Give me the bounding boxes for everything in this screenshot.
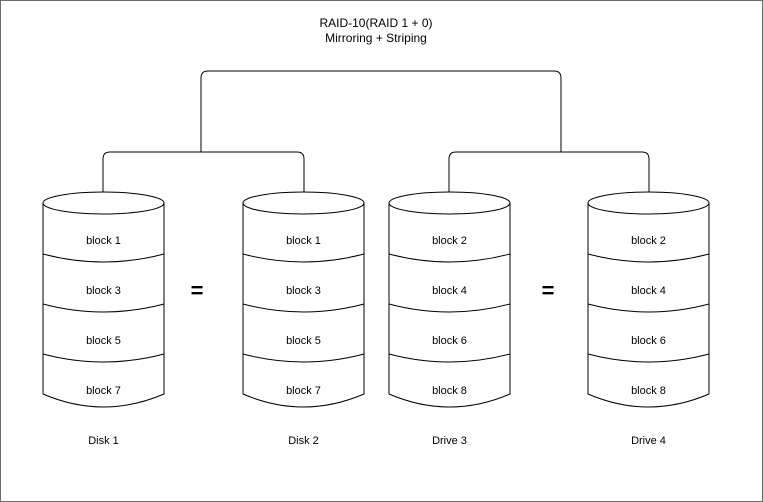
drive-4-block-2-label: block 4 [631, 285, 666, 297]
disk-2-block-2-label: block 3 [286, 285, 321, 297]
drive-3-divider-3 [388, 353, 511, 363]
disk-1-body [42, 202, 165, 408]
drive-4-cylinder: block 2 block 4 block 6 block 8 Drive 4 [587, 191, 710, 447]
disk-2-divider-3 [242, 353, 365, 363]
disk-1-block-2-label: block 3 [86, 285, 121, 297]
drive-4-block-4-label: block 8 [631, 385, 666, 397]
disk-1-cylinder: block 1 block 3 block 5 block 7 Disk 1 [42, 191, 165, 447]
disk-1-block-3-label: block 5 [86, 335, 121, 347]
drive-4-divider-1 [587, 253, 710, 263]
drive-4-top-ellipse [587, 191, 710, 215]
drive-3-label: Drive 3 [432, 435, 467, 447]
mirror-equals-2: = [542, 278, 555, 303]
drive-3-divider-1 [388, 253, 511, 263]
disk-1-block-4-label: block 7 [86, 385, 121, 397]
disk-1-label: Disk 1 [88, 435, 119, 447]
drive-3-block-2-label: block 4 [432, 285, 467, 297]
disk-1-block-1-label: block 1 [86, 235, 121, 247]
disk-2-block-4-label: block 7 [286, 385, 321, 397]
drive-4-block-1-label: block 2 [631, 235, 666, 247]
disk-2-cylinder: block 1 block 3 block 5 block 7 Disk 2 [242, 191, 365, 447]
mirror-equals-1: = [191, 278, 204, 303]
right-mirror-bracket [448, 151, 650, 192]
drive-3-divider-2 [388, 303, 511, 313]
diagram-title-line-2: Mirroring + Striping [325, 31, 427, 45]
disk-2-body [242, 202, 365, 408]
disk-2-divider-1 [242, 253, 365, 263]
drive-4-block-3-label: block 6 [631, 335, 666, 347]
drive-3-body [388, 202, 511, 408]
root-stripe-bracket [200, 70, 562, 152]
connector-tree [102, 70, 650, 192]
disk-2-block-1-label: block 1 [286, 235, 321, 247]
disk-1-divider-3 [42, 353, 165, 363]
disk-2-block-3-label: block 5 [286, 335, 321, 347]
drive-3-top-ellipse [388, 191, 511, 215]
drive-4-divider-3 [587, 353, 710, 363]
drive-3-block-1-label: block 2 [432, 235, 467, 247]
disk-2-top-ellipse [242, 191, 365, 215]
drive-3-cylinder: block 2 block 4 block 6 block 8 Drive 3 [388, 191, 511, 447]
drive-3-block-3-label: block 6 [432, 335, 467, 347]
disk-1-divider-2 [42, 303, 165, 313]
disk-2-divider-2 [242, 303, 365, 313]
drive-4-label: Drive 4 [631, 435, 666, 447]
diagram-title-line-1: RAID-10(RAID 1 + 0) [319, 16, 432, 30]
left-mirror-bracket [102, 151, 305, 192]
disk-2-label: Disk 2 [288, 435, 319, 447]
disk-1-top-ellipse [42, 191, 165, 215]
drive-3-block-4-label: block 8 [432, 385, 467, 397]
disk-1-divider-1 [42, 253, 165, 263]
drive-4-body [587, 202, 710, 408]
drive-4-divider-2 [587, 303, 710, 313]
